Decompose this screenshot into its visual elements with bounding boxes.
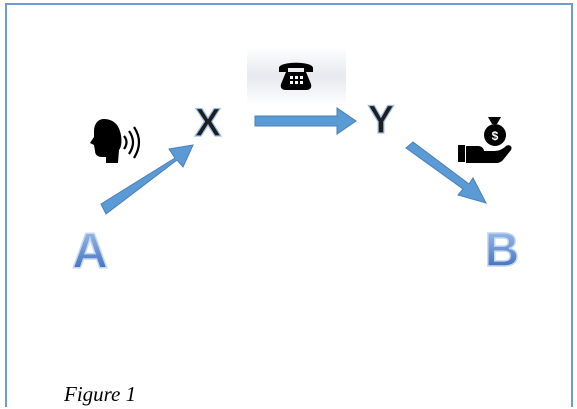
figure-caption: Figure 1 <box>64 382 137 406</box>
node-a: A <box>72 223 108 279</box>
money-bag-hand-icon: $ <box>458 117 512 163</box>
arrow-y-to-b <box>405 141 487 204</box>
svg-text:$: $ <box>492 129 499 143</box>
telephone-icon <box>247 47 346 106</box>
node-y: Y <box>368 98 395 142</box>
node-x: X <box>195 101 222 145</box>
node-b: B <box>485 224 520 277</box>
arrow-a-to-x <box>100 144 194 215</box>
arrow-x-to-y <box>254 107 357 135</box>
speaking-head-icon <box>90 119 141 163</box>
